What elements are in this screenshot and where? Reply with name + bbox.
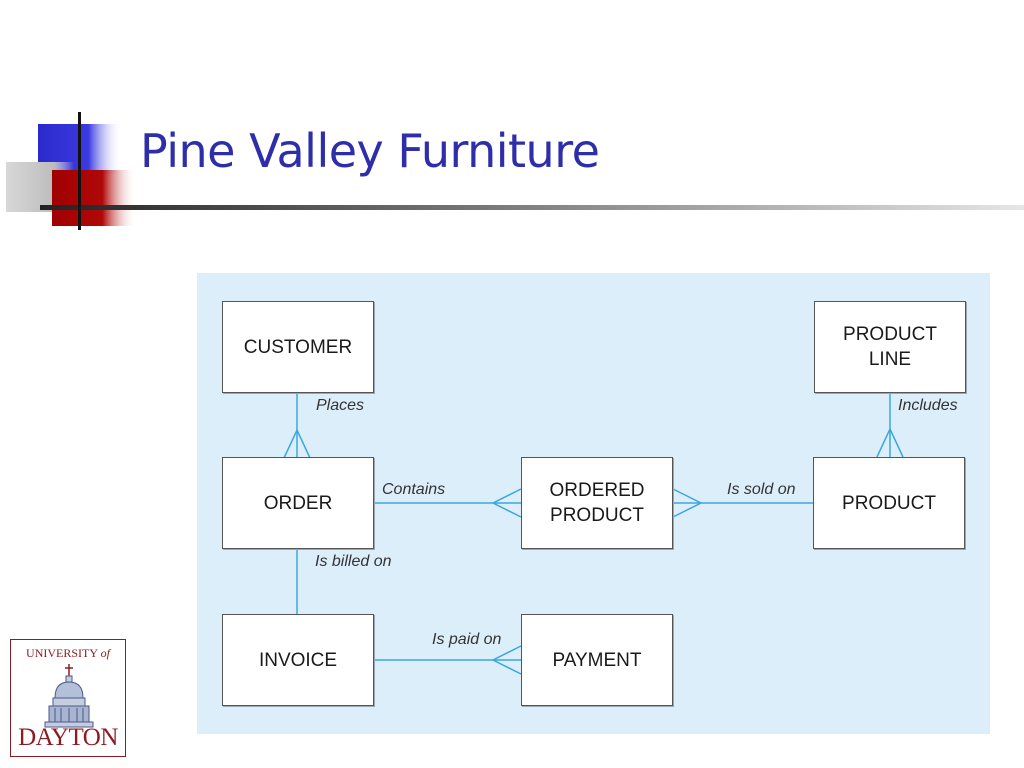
logo-top-text: UNIVERSITY of [26,646,110,660]
logo-bottom-text: DAYTON [18,724,118,751]
red-square [52,170,136,226]
chapel-dome-icon [44,664,94,728]
entity-order[interactable]: ORDER [222,457,374,549]
header-rule [40,205,1024,210]
entity-customer[interactable]: CUSTOMER [222,301,374,393]
crowfoot-places [283,428,311,459]
entity-product[interactable]: PRODUCT [813,457,965,549]
crowfoot-is-paid-on [491,645,522,675]
label-places: Places [316,397,365,414]
entity-ordered-product[interactable]: ORDERED PRODUCT [521,457,673,549]
crowfoot-is-sold-on [672,488,703,518]
label-is-sold-on: Is sold on [727,481,796,498]
university-logo: UNIVERSITY of DAYTON [10,639,126,757]
entity-payment[interactable]: PAYMENT [521,614,673,706]
label-is-paid-on: Is paid on [432,631,502,648]
entity-invoice[interactable]: INVOICE [222,614,374,706]
page-title: Pine Valley Furniture [140,124,600,178]
er-diagram: CUSTOMER PRODUCT LINE ORDER ORDERED PROD… [197,273,990,734]
crowfoot-contains [491,488,522,518]
label-includes: Includes [898,397,958,414]
label-contains: Contains [382,481,446,498]
vertical-rule [78,112,81,230]
entity-product-line[interactable]: PRODUCT LINE [814,301,966,393]
diagram-connectors [283,393,904,675]
header-decoration [6,112,1024,230]
crowfoot-includes [876,427,904,458]
label-is-billed-on: Is billed on [315,553,392,570]
